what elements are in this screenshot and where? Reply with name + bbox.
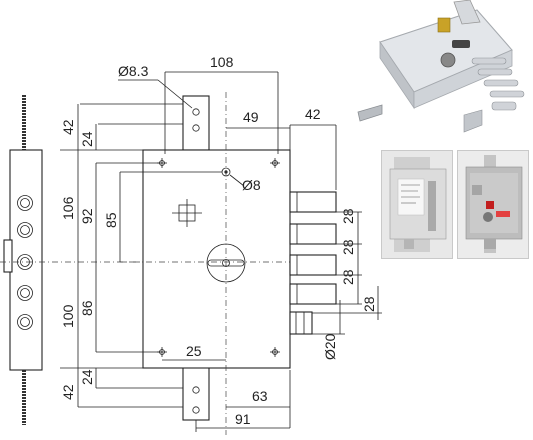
dimension-labels: Ø8.3 108 49 42 42 24 106 92 85 Ø8 28 28 … [60, 54, 377, 427]
dim-hole-diameter: Ø8.3 [118, 63, 149, 79]
dim-left-92: 92 [79, 208, 95, 224]
dim-pin-diameter: Ø8 [242, 177, 261, 193]
dim-bolt-pitch-4: 28 [361, 296, 377, 312]
dim-bolt-projection: 42 [305, 106, 321, 122]
dim-bottom-42: 42 [60, 384, 76, 400]
dim-bottom-63: 63 [252, 388, 268, 404]
faceplate-side-view [0, 95, 140, 425]
dim-top-offset-42: 42 [60, 119, 76, 135]
dim-latch-diameter: Ø20 [322, 333, 338, 360]
dim-top-width: 108 [210, 54, 234, 70]
dim-left-85: 85 [103, 212, 119, 228]
lock-body-front-view [120, 92, 337, 435]
packaged-lock-photo [381, 150, 453, 259]
dim-bottom-24: 24 [79, 369, 95, 385]
dim-bottom-91: 91 [235, 411, 251, 427]
mounting-hole [270, 347, 280, 357]
dim-bolt-pitch-2: 28 [340, 239, 356, 255]
dimension-lines [60, 71, 382, 432]
dim-top-offset-24: 24 [79, 131, 95, 147]
packaged-lock-back-photo [457, 150, 529, 259]
mounting-hole [270, 158, 280, 168]
product-photo [352, 0, 533, 140]
dim-bolt-pitch-3: 28 [340, 269, 356, 285]
dim-bolt-pitch-1: 28 [340, 208, 356, 224]
dim-bottom-25: 25 [186, 343, 202, 359]
dim-left-86: 86 [79, 300, 95, 316]
dim-backset: 49 [243, 109, 259, 125]
dim-left-106: 106 [60, 196, 76, 220]
dim-left-100: 100 [60, 304, 76, 328]
